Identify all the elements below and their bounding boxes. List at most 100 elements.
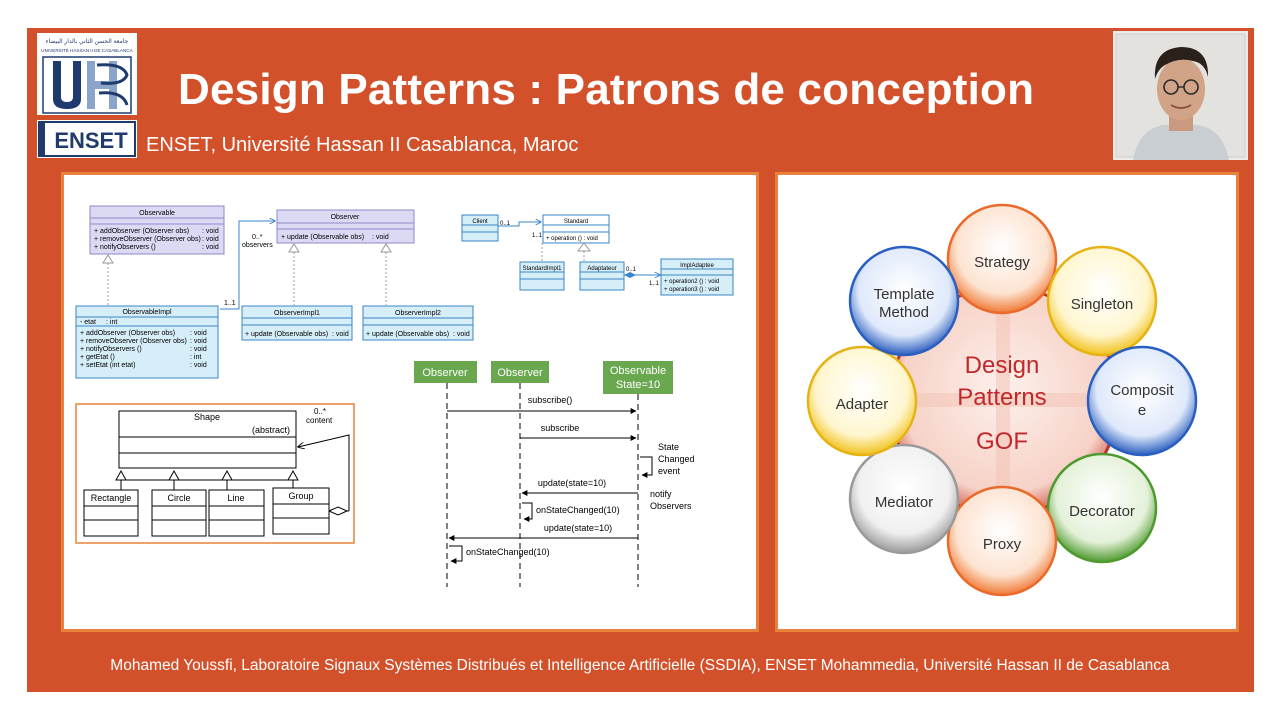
observable-op-type: : void — [202, 228, 219, 235]
adapter-standard-op: + operation () : void — [546, 236, 598, 242]
observer-op-type: : void — [372, 234, 389, 241]
observable-op-type: : void — [202, 236, 219, 243]
message-subscribe-2: subscribe — [541, 423, 580, 433]
observer-impl2-op-type: : void — [453, 331, 470, 338]
logo-latin-text: UNIVERSITÉ HASSAN II DE CASABLANCA — [41, 47, 133, 53]
sequence-diagram: Observer Observer Observable State=10 su… — [414, 361, 695, 587]
author-portrait — [1113, 31, 1248, 160]
observer-impl2-op: + update (Observable obs) — [366, 331, 449, 338]
enset-logo: ENSET — [37, 120, 137, 158]
association-multiplicity: 1..1 — [224, 300, 236, 307]
observer-impl1-op-type: : void — [332, 331, 349, 338]
observable-impl-class-name: ObservableImpl — [122, 309, 171, 316]
uml-class-observable-impl: ObservableImpl - etat : int + addObserve… — [75, 305, 219, 379]
observer-impl1-class-name: ObserverImpl1 — [274, 310, 320, 317]
uml-class-observer-impl1: ObserverImpl1 + update (Observable obs) … — [241, 305, 353, 341]
pattern-label-mediator: Mediator — [875, 494, 933, 511]
composite-role: content — [306, 416, 333, 425]
observable-impl-op-type: : void — [190, 330, 207, 337]
center-label-gof: GOF — [976, 428, 1028, 455]
gof-center-text: Design Patterns GOF — [957, 352, 1046, 455]
center-label-patterns: Patterns — [957, 384, 1046, 411]
pattern-label-method: Method — [879, 304, 929, 321]
observable-impl-op: + removeObserver (Observer obs) — [80, 338, 187, 345]
note-state: State — [658, 442, 679, 452]
observable-impl-op: + addObserver (Observer obs) — [80, 330, 175, 337]
observable-impl-op: + getEtat () — [80, 354, 115, 361]
pattern-label-proxy: Proxy — [983, 536, 1022, 553]
author-photo — [1113, 31, 1248, 160]
university-logo-graphic: جامعة الحسن الثاني بالدار البيضاء UNIVER… — [37, 33, 137, 115]
note-notify: notify — [650, 489, 672, 499]
composite-subclass-circle: Circle — [167, 493, 190, 503]
uml-adapter-diagram: Client Standard + operation () : void 0.… — [461, 214, 734, 296]
observer-impl1-op: + update (Observable obs) — [245, 331, 328, 338]
pattern-label-composite-line2: e — [1138, 402, 1146, 419]
association-multiplicity: 0..* — [252, 234, 263, 241]
composite-multiplicity: 0..* — [314, 407, 326, 416]
logo-arabic-text: جامعة الحسن الثاني بالدار البيضاء — [46, 38, 129, 45]
adapter-multiplicity: 1..1 — [649, 281, 660, 287]
note-event: event — [658, 466, 681, 476]
lifeline-observable-state: State=10 — [616, 379, 660, 391]
uml-class-observer: Observer + update (Observable obs) : voi… — [276, 209, 415, 244]
composite-subclass-rectangle: Rectangle — [91, 493, 132, 503]
uml-composite-diagram: Shape (abstract) 0..* content Rectangle — [75, 403, 355, 544]
observable-impl-op-type: : void — [190, 362, 207, 369]
message-onstatechanged-1: onStateChanged(10) — [536, 505, 620, 515]
gof-patterns-diagram: Strategy Singleton Composit e Decorator … — [806, 203, 1198, 597]
observable-impl-op-type: : void — [190, 346, 207, 353]
lifeline-observer-2: Observer — [497, 367, 543, 379]
pattern-label-decorator: Decorator — [1069, 503, 1135, 520]
adapter-impladaptee-op: + operation3 () : void — [664, 287, 719, 293]
enset-logo-graphic: ENSET — [37, 120, 137, 158]
observable-op: + notifyObservers () — [94, 244, 156, 251]
adapter-standard-class: Standard — [564, 219, 588, 225]
gof-pattern-adapter: Adapter — [806, 345, 918, 457]
message-update-2: update(state=10) — [544, 523, 612, 533]
pattern-label-template: Template — [874, 286, 935, 303]
observer-impl2-class-name: ObserverImpl2 — [395, 310, 441, 317]
observable-impl-attr-type: : int — [106, 319, 117, 326]
gof-pattern-composite: Composit e — [1086, 345, 1198, 457]
observer-class-name: Observer — [331, 214, 360, 221]
pattern-label-composite: Composit — [1110, 382, 1174, 399]
enset-logo-text: ENSET — [54, 128, 128, 153]
message-subscribe-1: subscribe() — [528, 395, 573, 405]
note-changed: Changed — [658, 454, 695, 464]
uml-class-observable: Observable + addObserver (Observer obs) … — [89, 205, 225, 255]
observable-op-type: : void — [202, 244, 219, 251]
gof-pattern-template-method: Template Method — [848, 245, 960, 357]
pattern-label-singleton: Singleton — [1071, 296, 1134, 313]
adapter-client-class: Client — [472, 219, 488, 225]
observable-impl-op-type: : void — [190, 338, 207, 345]
adapter-adaptateur-class: Adaptateur — [587, 266, 616, 272]
adapter-impladaptee-class: ImplAdaptee — [680, 263, 714, 269]
message-update-1: update(state=10) — [538, 478, 606, 488]
gof-patterns-panel: Strategy Singleton Composit e Decorator … — [775, 172, 1239, 632]
gof-pattern-decorator: Decorator — [1046, 452, 1158, 564]
association-role: observers — [242, 242, 273, 249]
note-observers: Observers — [650, 501, 692, 511]
page-subtitle: ENSET, Université Hassan II Casablanca, … — [146, 134, 579, 156]
observable-impl-op-type: : int — [190, 354, 201, 361]
observable-impl-op: + notifyObservers () — [80, 346, 142, 353]
message-onstatechanged-2: onStateChanged(10) — [466, 547, 550, 557]
lifeline-observable: Observable — [610, 365, 666, 377]
pattern-label-adapter: Adapter — [836, 396, 889, 413]
uml-diagrams-panel: Observable + addObserver (Observer obs) … — [61, 172, 759, 632]
uml-class-observer-impl2: ObserverImpl2 + update (Observable obs) … — [362, 305, 474, 341]
composite-shape-class: Shape — [194, 412, 220, 422]
composite-subclass-group: Group — [288, 491, 313, 501]
adapter-multiplicity: 1..1 — [532, 233, 543, 239]
logo-letters: UH — [117, 104, 119, 106]
adapter-multiplicity: 0..1 — [500, 221, 511, 227]
page-title: Design Patterns : Patrons de conception — [178, 65, 1035, 114]
observable-class-name: Observable — [139, 210, 175, 217]
gof-pattern-strategy: Strategy — [946, 203, 1058, 315]
uml-diagrams: Observable + addObserver (Observer obs) … — [75, 205, 734, 587]
adapter-impladaptee-op: + operation2 () : void — [664, 279, 719, 285]
pattern-label-strategy: Strategy — [974, 254, 1030, 271]
gof-pattern-singleton: Singleton — [1046, 245, 1158, 357]
composite-shape-abstract: (abstract) — [252, 425, 290, 435]
